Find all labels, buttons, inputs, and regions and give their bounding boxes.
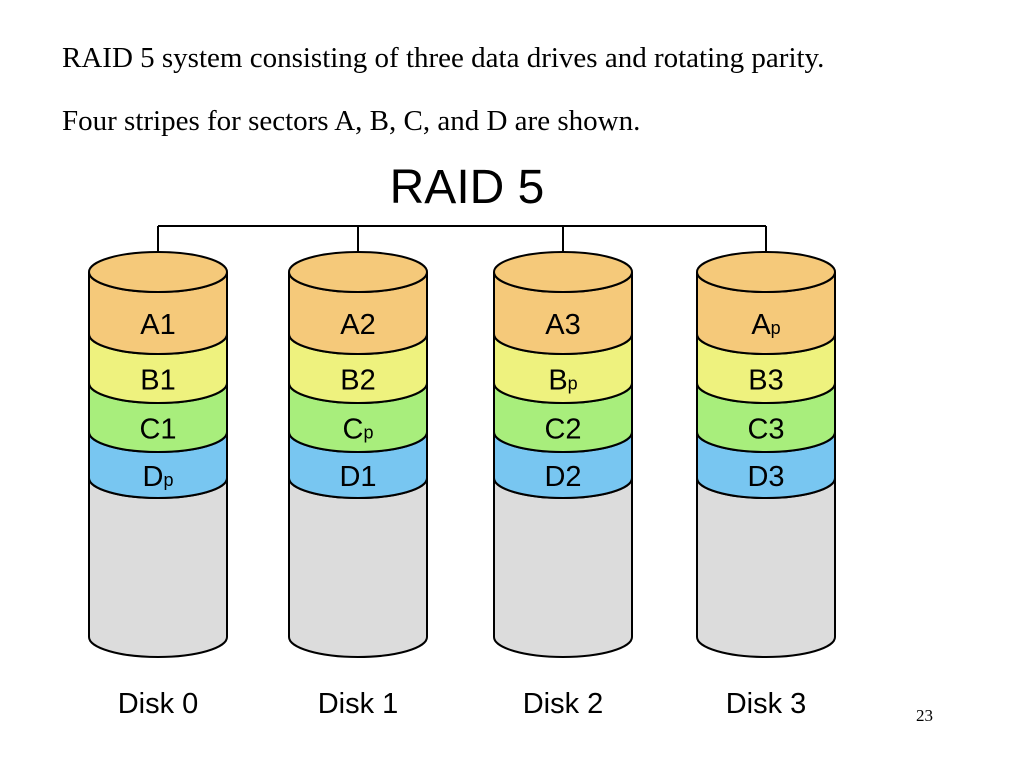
page-number: 23 — [916, 706, 933, 725]
block-label: D1 — [339, 461, 376, 493]
caption-line-1: RAID 5 system consisting of three data d… — [62, 42, 825, 74]
disk-body — [88, 477, 228, 658]
block-label: B1 — [140, 365, 175, 397]
block-label: C3 — [747, 414, 784, 446]
diagram-title: RAID 5 — [390, 161, 545, 214]
block-label: A3 — [545, 309, 580, 341]
block-label: C2 — [544, 414, 581, 446]
disk-top-cap — [493, 251, 633, 293]
disk-top-cap — [288, 251, 428, 293]
disk-body — [288, 477, 428, 658]
disk-body — [696, 477, 836, 658]
block-label: B3 — [748, 365, 783, 397]
block-label: B2 — [340, 365, 375, 397]
disk-label: Disk 3 — [726, 688, 807, 720]
block-label: D3 — [747, 461, 784, 493]
disk-label: Disk 2 — [523, 688, 604, 720]
block-label: A2 — [340, 309, 375, 341]
disk-top-cap — [88, 251, 228, 293]
disk-label: Disk 1 — [318, 688, 399, 720]
disk-top-cap — [696, 251, 836, 293]
block-label: D2 — [544, 461, 581, 493]
disk-body — [493, 477, 633, 658]
controller-connector — [157, 225, 767, 272]
block-label: A1 — [140, 309, 175, 341]
disk-labels: Disk 0 Disk 1 Disk 2 Disk 3 — [118, 688, 807, 720]
caption-line-2: Four stripes for sectors A, B, C, and D … — [62, 105, 641, 137]
disk-label: Disk 0 — [118, 688, 199, 720]
block-label: C1 — [139, 414, 176, 446]
